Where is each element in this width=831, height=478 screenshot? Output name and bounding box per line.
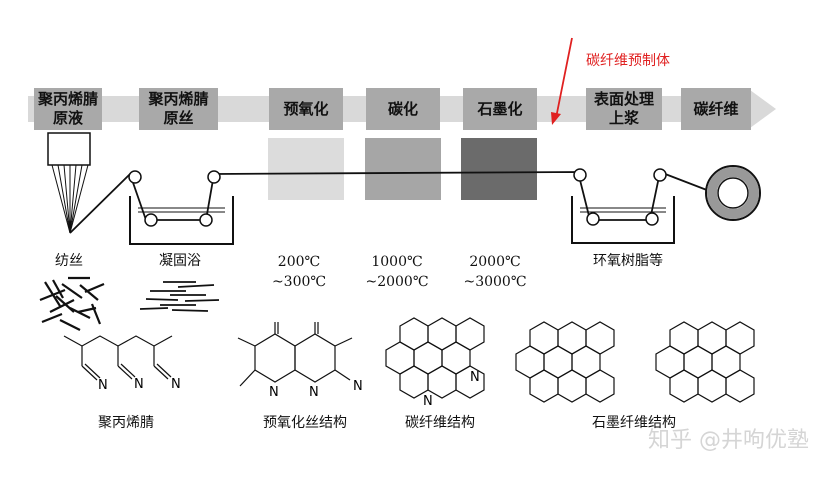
carbon-structure-label: 碳纤维结构 [405, 415, 475, 431]
preox-structure-label: 预氧化丝结构 [263, 415, 347, 431]
carbonization-furnace [365, 138, 441, 200]
stage-carbon-fiber: 碳纤维 [681, 88, 751, 130]
preoxidation-temp-max: ~300℃ [271, 274, 327, 290]
aligned-fiber-cluster [139, 281, 220, 312]
spinneret [47, 132, 91, 234]
stage-surface-treatment: 表面处理 上浆 [586, 88, 662, 130]
preox-amine-n: N [353, 379, 363, 394]
graphitization-furnace [461, 138, 537, 200]
stage-carbonization: 碳化 [366, 88, 440, 130]
preform-callout-arrow [551, 37, 573, 125]
graphitization-temperature: 2000℃ ~3000℃ [453, 252, 537, 292]
spinning-label: 纺丝 [55, 253, 83, 269]
graphite-structure-label: 石墨纤维结构 [592, 415, 676, 431]
preoxidized-structure [237, 322, 353, 387]
carbonization-temp-max: ~2000℃ [365, 274, 429, 290]
preoxidation-temp-min: 200℃ [277, 254, 321, 270]
carbonization-temp-min: 1000℃ [371, 254, 423, 270]
pan-structure [63, 335, 173, 381]
watermark: 知乎 @井呴优塾 [648, 428, 809, 453]
graphite-structure-b [655, 321, 755, 403]
pan-structure-label: 聚丙烯腈 [98, 415, 154, 431]
fiber-spool [705, 165, 761, 221]
stage-pan-precursor: 聚丙烯腈 原丝 [139, 88, 218, 130]
carbon-ring-n-2: N [470, 370, 480, 385]
fiber-path [69, 170, 713, 234]
coagulation-bath-tank [129, 196, 234, 245]
graphitization-temp-min: 2000℃ [469, 254, 521, 270]
epoxy-resin-label: 环氧树脂等 [593, 253, 663, 269]
preform-callout-label: 碳纤维预制体 [586, 53, 670, 69]
graphite-structure-a [515, 321, 615, 403]
pan-nitrile-n-1: N [98, 378, 108, 393]
epoxy-resin-tank [571, 196, 675, 244]
carbon-structure [385, 317, 485, 399]
preoxidation-furnace [268, 138, 344, 200]
carbonization-temperature: 1000℃ ~2000℃ [355, 252, 439, 292]
pan-nitrile-n-2: N [134, 377, 144, 392]
carbon-ring-n-1: N [423, 394, 433, 409]
pan-nitrile-n-3: N [171, 377, 181, 392]
graphitization-temp-max: ~3000℃ [463, 274, 527, 290]
guide-rollers [128, 168, 667, 227]
stage-graphitization: 石墨化 [463, 88, 537, 130]
preoxidation-temperature: 200℃ ~300℃ [262, 252, 336, 292]
coagulation-bath-label: 凝固浴 [159, 253, 201, 269]
stage-preoxidation: 预氧化 [269, 88, 343, 130]
preox-ring-n-2: N [309, 385, 319, 400]
preox-ring-n-1: N [269, 385, 279, 400]
spun-fiber-cluster [39, 276, 105, 331]
stage-pan-solution: 聚丙烯腈 原液 [34, 88, 102, 130]
